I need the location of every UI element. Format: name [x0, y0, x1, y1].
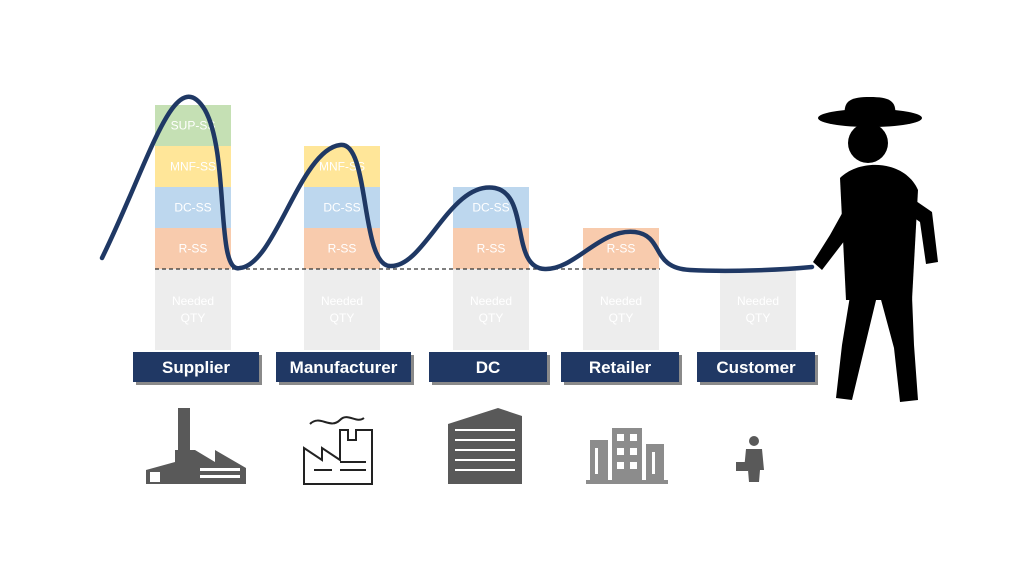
needed-qty-text: Needed: [321, 294, 363, 308]
stage-label-manufacturer: Manufacturer: [276, 352, 414, 385]
stage-label-text: DC: [476, 358, 501, 377]
safety-stock-block: [155, 228, 231, 269]
city-buildings-icon: [586, 428, 668, 484]
stage-label-box: [561, 352, 679, 382]
safety-stock-block: [304, 228, 380, 269]
safety-stock-block: [453, 228, 529, 269]
stage-label-customer: Customer: [697, 352, 818, 385]
safety-stock-label: DC-SS: [323, 201, 360, 215]
stage-label-text: Supplier: [162, 358, 230, 377]
needed-qty-box: [155, 269, 231, 350]
safety-stock-label: MNF-SS: [319, 160, 365, 174]
safety-stock-label: R-SS: [328, 242, 357, 256]
needed-qty-text: QTY: [609, 311, 634, 325]
person-silhouette-icon: [813, 97, 938, 402]
needed-qty-box: [720, 269, 796, 350]
safety-stock-block: [304, 146, 380, 187]
bullwhip-curve: [99, 94, 815, 274]
stage-label-dc: DC: [429, 352, 550, 385]
office-building-icon: [448, 408, 522, 484]
stage-label-box: [276, 352, 411, 382]
stage-label-supplier: Supplier: [133, 352, 262, 385]
factory-outline-icon: [303, 416, 373, 485]
stage-label-text: Manufacturer: [290, 358, 398, 377]
needed-qty-text: Needed: [470, 294, 512, 308]
needed-qty-box: [583, 269, 659, 350]
safety-stock-label: SUP-SS: [171, 119, 216, 133]
stage-label-box: [697, 352, 815, 382]
stage-label-text: Customer: [716, 358, 796, 377]
needed-qty-text: QTY: [330, 311, 355, 325]
safety-stock-label: R-SS: [477, 242, 506, 256]
stage-label-retailer: Retailer: [561, 352, 682, 385]
businessman-icon: [736, 436, 764, 482]
needed-qty-text: QTY: [746, 311, 771, 325]
stage-label-text: Retailer: [589, 358, 652, 377]
stage-label-box: [429, 352, 547, 382]
safety-stock-label: MNF-SS: [170, 160, 216, 174]
stage-label-box: [133, 352, 259, 382]
safety-stock-block: [155, 187, 231, 228]
needed-qty-text: Needed: [172, 294, 214, 308]
stage-labels: Supplier Manufacturer DC Retailer Customer: [133, 352, 818, 385]
factory-icon: [146, 408, 246, 484]
safety-stock-label: R-SS: [179, 242, 208, 256]
safety-stock-label: DC-SS: [472, 201, 509, 215]
needed-qty-text: QTY: [479, 311, 504, 325]
safety-stock-label: R-SS: [607, 242, 636, 256]
needed-qty-text: Needed: [600, 294, 642, 308]
safety-stock-label: DC-SS: [174, 201, 211, 215]
needed-qty-box: [453, 269, 529, 350]
needed-qty-text: Needed: [737, 294, 779, 308]
needed-qty-text: QTY: [181, 311, 206, 325]
needed-qty-box: [304, 269, 380, 350]
